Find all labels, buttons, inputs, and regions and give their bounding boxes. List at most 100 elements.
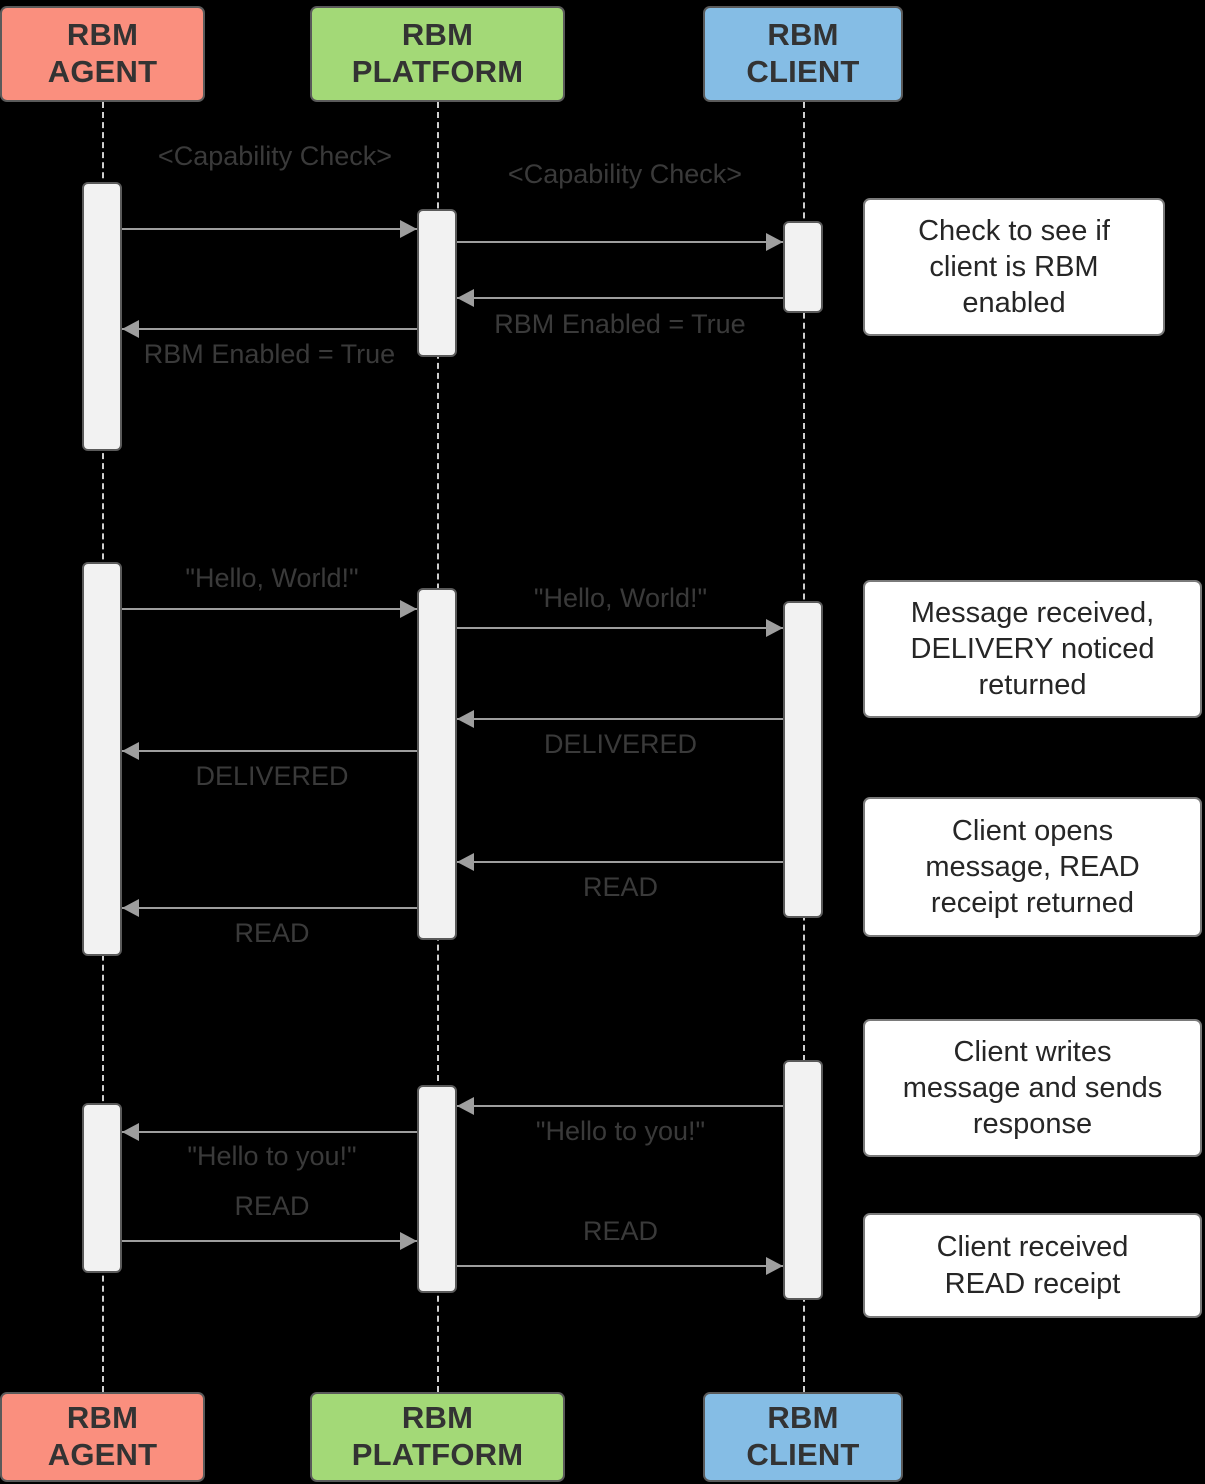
message-arrowhead-capability-check-agent-platform <box>400 220 417 238</box>
message-label-capability-check-agent-platform: <Capability Check> <box>140 140 410 172</box>
note-delivery-line3: returned <box>978 669 1087 702</box>
message-arrowhead-hello-world-agent-platform <box>400 600 417 618</box>
participant-header-client[interactable]: RBM CLIENT <box>703 6 903 102</box>
message-label-capability-check-platform-client: <Capability Check> <box>490 158 760 190</box>
message-arrowhead-hello-world-platform-client <box>766 619 783 637</box>
message-label-read-platform-agent: READ <box>132 917 412 949</box>
note-client-response-line2: message and sends <box>902 1071 1163 1104</box>
message-line-rbm-enabled-client-platform <box>457 297 783 299</box>
message-label-line1: "Hello to you!" <box>535 1116 706 1146</box>
client-activation-1 <box>783 221 823 313</box>
message-label-line1: READ <box>582 1216 658 1246</box>
message-label-hello-to-you-client-platform: "Hello to you!" <box>478 1115 763 1147</box>
agent-activation-3 <box>82 1103 122 1273</box>
message-arrowhead-read-client-platform <box>457 853 474 871</box>
message-arrowhead-read-platform-client <box>766 1257 783 1275</box>
message-arrowhead-delivered-client-platform <box>457 710 474 728</box>
note-capability-line3: enabled <box>962 287 1066 320</box>
message-line-read-platform-agent <box>122 907 417 909</box>
message-label-hello-world-platform-client: "Hello, World!" <box>478 582 763 614</box>
message-label-hello-to-you-platform-agent: "Hello to you!" <box>132 1140 412 1172</box>
note-client-response-line3: response <box>972 1108 1093 1141</box>
client-activation-2 <box>783 601 823 918</box>
participant-footer-platform-line2: PLATFORM <box>351 1437 524 1472</box>
message-arrowhead-read-platform-agent <box>122 899 139 917</box>
message-label-line1: DELIVERED <box>543 729 698 759</box>
note-delivery-line1: Message received, <box>910 596 1155 629</box>
note-client-read-line2: READ receipt <box>944 1267 1121 1300</box>
note-read-receipt-line1: Client opens <box>951 814 1114 847</box>
participant-header-platform-line2: PLATFORM <box>351 54 524 89</box>
message-line-delivered-client-platform <box>457 718 783 720</box>
message-label-line1: <Capability <box>507 159 643 189</box>
note-client-read: Client received READ receipt <box>863 1213 1202 1318</box>
platform-activation-3 <box>417 1085 457 1293</box>
message-line-hello-world-agent-platform <box>122 608 417 610</box>
participant-footer-client[interactable]: RBM CLIENT <box>703 1392 903 1482</box>
note-delivery-line2: DELIVERY noticed <box>910 632 1155 665</box>
platform-activation-2 <box>417 588 457 940</box>
message-line-capability-check-platform-client <box>457 241 783 243</box>
message-line-hello-to-you-client-platform <box>457 1105 783 1107</box>
note-client-response: Client writes message and sends response <box>863 1019 1202 1157</box>
participant-footer-platform[interactable]: RBM PLATFORM <box>310 1392 565 1482</box>
participant-header-platform-line1: RBM <box>401 17 474 53</box>
message-label-line1: "Hello, World!" <box>185 563 359 593</box>
note-capability-line2: client is RBM <box>929 250 1099 283</box>
message-label-read-client-platform: READ <box>478 871 763 903</box>
note-read-receipt-line2: message, READ <box>925 850 1140 883</box>
message-arrowhead-hello-to-you-platform-agent <box>122 1123 139 1141</box>
message-label-line2: Check> <box>299 141 393 171</box>
note-delivery: Message received, DELIVERY noticed retur… <box>863 580 1202 718</box>
note-capability-line1: Check to see if <box>918 214 1110 247</box>
message-label-delivered-platform-agent: DELIVERED <box>132 760 412 792</box>
participant-footer-agent-line1: RBM <box>66 1400 139 1436</box>
message-label-rbm-enabled-client-platform: RBM Enabled = True <box>480 308 760 340</box>
participant-header-client-line1: RBM <box>767 17 839 53</box>
note-read-receipt-line3: receipt returned <box>930 887 1135 920</box>
participant-footer-agent-line2: AGENT <box>47 1437 158 1472</box>
message-label-delivered-client-platform: DELIVERED <box>478 728 763 760</box>
participant-footer-platform-line1: RBM <box>401 1400 474 1436</box>
note-read-receipt: Client opens message, READ receipt retur… <box>863 797 1202 937</box>
message-label-read-platform-client: READ <box>478 1215 763 1247</box>
message-label-line2: Enabled = True <box>561 309 746 339</box>
note-client-response-line1: Client writes <box>953 1035 1112 1068</box>
message-label-line1: READ <box>234 1191 310 1221</box>
message-label-rbm-enabled-platform-agent: RBM Enabled = True <box>132 338 407 370</box>
client-activation-3 <box>783 1060 823 1300</box>
participant-footer-client-line2: CLIENT <box>746 1437 860 1472</box>
message-label-line2: Check> <box>649 159 743 189</box>
message-line-read-client-platform <box>457 861 783 863</box>
message-line-hello-world-platform-client <box>457 627 783 629</box>
message-arrowhead-rbm-enabled-client-platform <box>457 289 474 307</box>
message-line-capability-check-agent-platform <box>122 228 417 230</box>
participant-header-agent-line1: RBM <box>66 17 139 53</box>
message-line-rbm-enabled-platform-agent <box>122 328 417 330</box>
message-arrowhead-delivered-platform-agent <box>122 742 139 760</box>
participant-header-client-line2: CLIENT <box>746 54 860 89</box>
note-client-read-line1: Client received <box>936 1231 1129 1264</box>
participant-header-agent-line2: AGENT <box>47 54 158 89</box>
message-arrowhead-hello-to-you-client-platform <box>457 1097 474 1115</box>
message-arrowhead-read-agent-platform <box>400 1232 417 1250</box>
message-label-line1: "Hello, World!" <box>533 583 708 613</box>
participant-footer-client-line1: RBM <box>767 1400 839 1436</box>
message-label-line1: RBM <box>494 309 555 339</box>
participant-footer-agent[interactable]: RBM AGENT <box>0 1392 205 1482</box>
agent-activation-1 <box>82 182 122 451</box>
message-label-line1: READ <box>582 872 658 902</box>
message-label-hello-world-agent-platform: "Hello, World!" <box>132 562 412 594</box>
message-arrowhead-capability-check-platform-client <box>766 233 783 251</box>
message-line-read-platform-client <box>457 1265 783 1267</box>
message-line-hello-to-you-platform-agent <box>122 1131 417 1133</box>
message-label-line1: READ <box>234 918 310 948</box>
platform-activation-1 <box>417 209 457 357</box>
message-label-line1: <Capability <box>157 141 293 171</box>
message-line-delivered-platform-agent <box>122 750 417 752</box>
message-label-line1: "Hello to you!" <box>187 1141 357 1171</box>
message-label-line2: Enabled = True <box>211 339 396 369</box>
participant-header-platform[interactable]: RBM PLATFORM <box>310 6 565 102</box>
participant-header-agent[interactable]: RBM AGENT <box>0 6 205 102</box>
